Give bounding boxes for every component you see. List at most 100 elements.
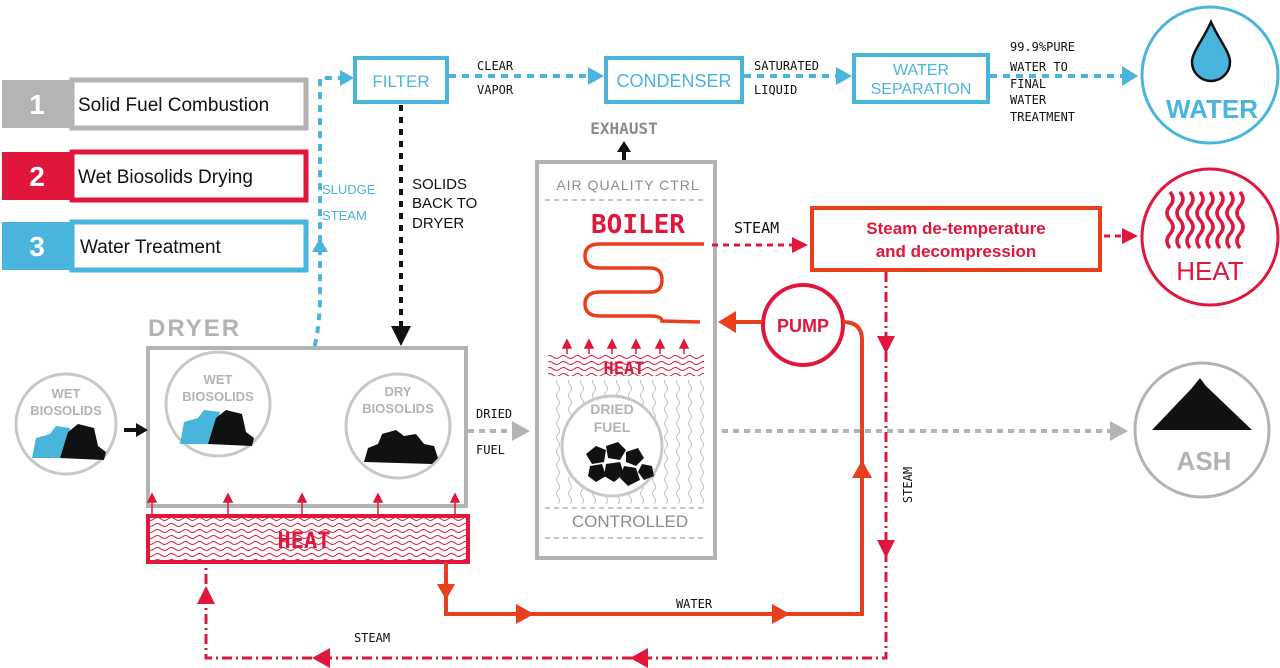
legend-number: 3: [29, 231, 45, 262]
steam-return-line: [204, 272, 888, 660]
dryer-label-small: DRYER: [412, 215, 464, 232]
legend-number: 1: [29, 89, 45, 120]
dried-fuel-arrowhead: [512, 421, 530, 441]
biosolids-inner-label: BIOSOLIDS: [182, 389, 254, 404]
solids-back-arrowhead: [391, 326, 411, 346]
steam-arrowhead-3: [630, 648, 648, 668]
legend-item-wet-biosolids-drying: 2 Wet Biosolids Drying: [2, 149, 309, 203]
liquid-label: LIQUID: [754, 83, 797, 97]
solids-label: SOLIDS: [412, 176, 467, 193]
wet-sludge-icon: [32, 426, 70, 458]
dryer-heat-label: HEAT: [278, 529, 331, 554]
water-separation-label-1: WATER: [893, 62, 949, 79]
dry-label: DRY: [385, 384, 412, 399]
sludge-label: SLUDGE: [322, 182, 376, 197]
sludge-steam-arrowhead: [312, 238, 328, 252]
dried-fuel-circle: DRIED FUEL: [560, 394, 664, 498]
filter-box: [353, 56, 449, 104]
water-arrowhead-2: [516, 604, 534, 624]
steam-label-bottom: STEAM: [354, 631, 390, 645]
pump-label: PUMP: [777, 316, 829, 336]
water-output-label: WATER: [1166, 94, 1258, 124]
to-filter-arrowhead: [340, 70, 354, 86]
steam-label-top: STEAM: [734, 219, 779, 237]
legend-item-solid-fuel-combustion: 1 Solid Fuel Combustion: [2, 77, 309, 131]
water-label-bottom: WATER: [676, 597, 713, 611]
saturated-label: SATURATED: [754, 59, 819, 73]
water-output-circle: WATER: [1140, 5, 1280, 145]
steam-detemperature-box: Steam de-temperature and decompression: [810, 206, 1102, 272]
steam-arrowhead-2: [877, 540, 895, 558]
vapor-label: VAPOR: [477, 83, 514, 97]
water-arrowhead-3: [772, 604, 790, 624]
dried-label: DRIED: [476, 407, 512, 421]
water-drop-icon: [1190, 18, 1232, 83]
water-arrowhead-4: [852, 460, 872, 478]
dried-fuel-label-2: FUEL: [594, 419, 631, 435]
steam-detemp-label-1: Steam de-temperature: [866, 219, 1046, 238]
heat-waves-icon: [1165, 190, 1245, 250]
pure-water-text: 99.9%PURE WATER TO FINAL WATER TREATMENT: [1010, 40, 1075, 124]
legend-number: 2: [29, 161, 45, 192]
boiler-heat: HEAT: [548, 338, 704, 379]
boiler-heat-label: HEAT: [604, 359, 645, 379]
dry-biosolids-label: BIOSOLIDS: [362, 401, 434, 416]
legend-label: Wet Biosolids Drying: [78, 167, 253, 188]
steam-arrowhead-4: [312, 648, 330, 668]
pure-water-line-5: TREATMENT: [1010, 110, 1075, 124]
steam-label-vertical: STEAM: [901, 467, 915, 503]
pump: PUMP: [761, 283, 845, 367]
dry-biosolids: DRY BIOSOLIDS: [344, 372, 452, 480]
steam-arrowhead-5: [197, 586, 215, 604]
pure-water-line-1: 99.9%PURE: [1010, 40, 1075, 54]
legend-label: Water Treatment: [80, 237, 222, 258]
legend-item-water-treatment: 3 Water Treatment: [2, 219, 309, 273]
dried-fuel-label-1: DRIED: [590, 401, 634, 417]
biosolids-label: BIOSOLIDS: [30, 403, 102, 418]
steam-arrowhead: [792, 237, 808, 253]
water-separation-box: [852, 53, 990, 104]
back-to-label: BACK TO: [412, 195, 477, 212]
fuel-pellets-icon: [586, 442, 654, 486]
ash-output-circle: ASH: [1133, 361, 1271, 499]
water-separation-label-2: SEPARATION: [871, 81, 972, 98]
steam-label: STEAM: [322, 208, 367, 223]
wet-label: WET: [52, 386, 81, 401]
heat-output-circle: HEAT: [1140, 167, 1280, 307]
legend-label: Solid Fuel Combustion: [78, 95, 269, 116]
ash-pile-icon: [1152, 378, 1252, 430]
dryer-heat-arrows: [146, 492, 461, 516]
legend: 1 Solid Fuel Combustion 2 Wet Biosolids …: [2, 77, 309, 273]
wet-biosolids-input: WET BIOSOLIDS: [14, 372, 118, 476]
pump-to-boiler-arrowhead: [718, 311, 736, 333]
ash-label: ASH: [1177, 446, 1232, 476]
boiler-coil: [583, 242, 704, 324]
condenser-box: [604, 56, 744, 104]
heat-out-arrowhead: [1122, 228, 1138, 244]
wet-inner-label: WET: [204, 372, 233, 387]
heat-output-label: HEAT: [1176, 256, 1244, 286]
ash-arrowhead: [1110, 421, 1128, 441]
pure-water-line-3: FINAL: [1010, 77, 1046, 91]
fuel-label: FUEL: [476, 443, 505, 457]
steam-arrowhead-1: [877, 336, 895, 354]
exhaust-arrowhead: [617, 141, 631, 152]
clear-vapor-arrowhead: [588, 67, 604, 85]
air-quality-label: AIR QUALITY CTRL: [556, 177, 699, 193]
water-return-line: [444, 320, 864, 616]
wet-biosolids-inner: WET BIOSOLIDS: [164, 350, 272, 458]
steam-detemp-label-2: and decompression: [876, 242, 1037, 261]
dryer-heat-box: HEAT: [146, 514, 470, 564]
water-arrowhead-1: [437, 584, 455, 600]
input-arrowhead: [136, 423, 148, 437]
solid-pile-icon: [208, 410, 254, 446]
condenser-label: CONDENSER: [616, 71, 731, 91]
pure-water-line-4: WATER: [1010, 93, 1047, 107]
dryer-title: DRYER: [148, 315, 241, 342]
saturated-liquid-arrowhead: [836, 67, 852, 85]
boiler-title: BOILER: [591, 210, 685, 240]
controlled-label: CONTROLLED: [572, 512, 688, 531]
dry-pile-icon: [364, 430, 438, 464]
pure-water-arrowhead: [1122, 66, 1138, 86]
